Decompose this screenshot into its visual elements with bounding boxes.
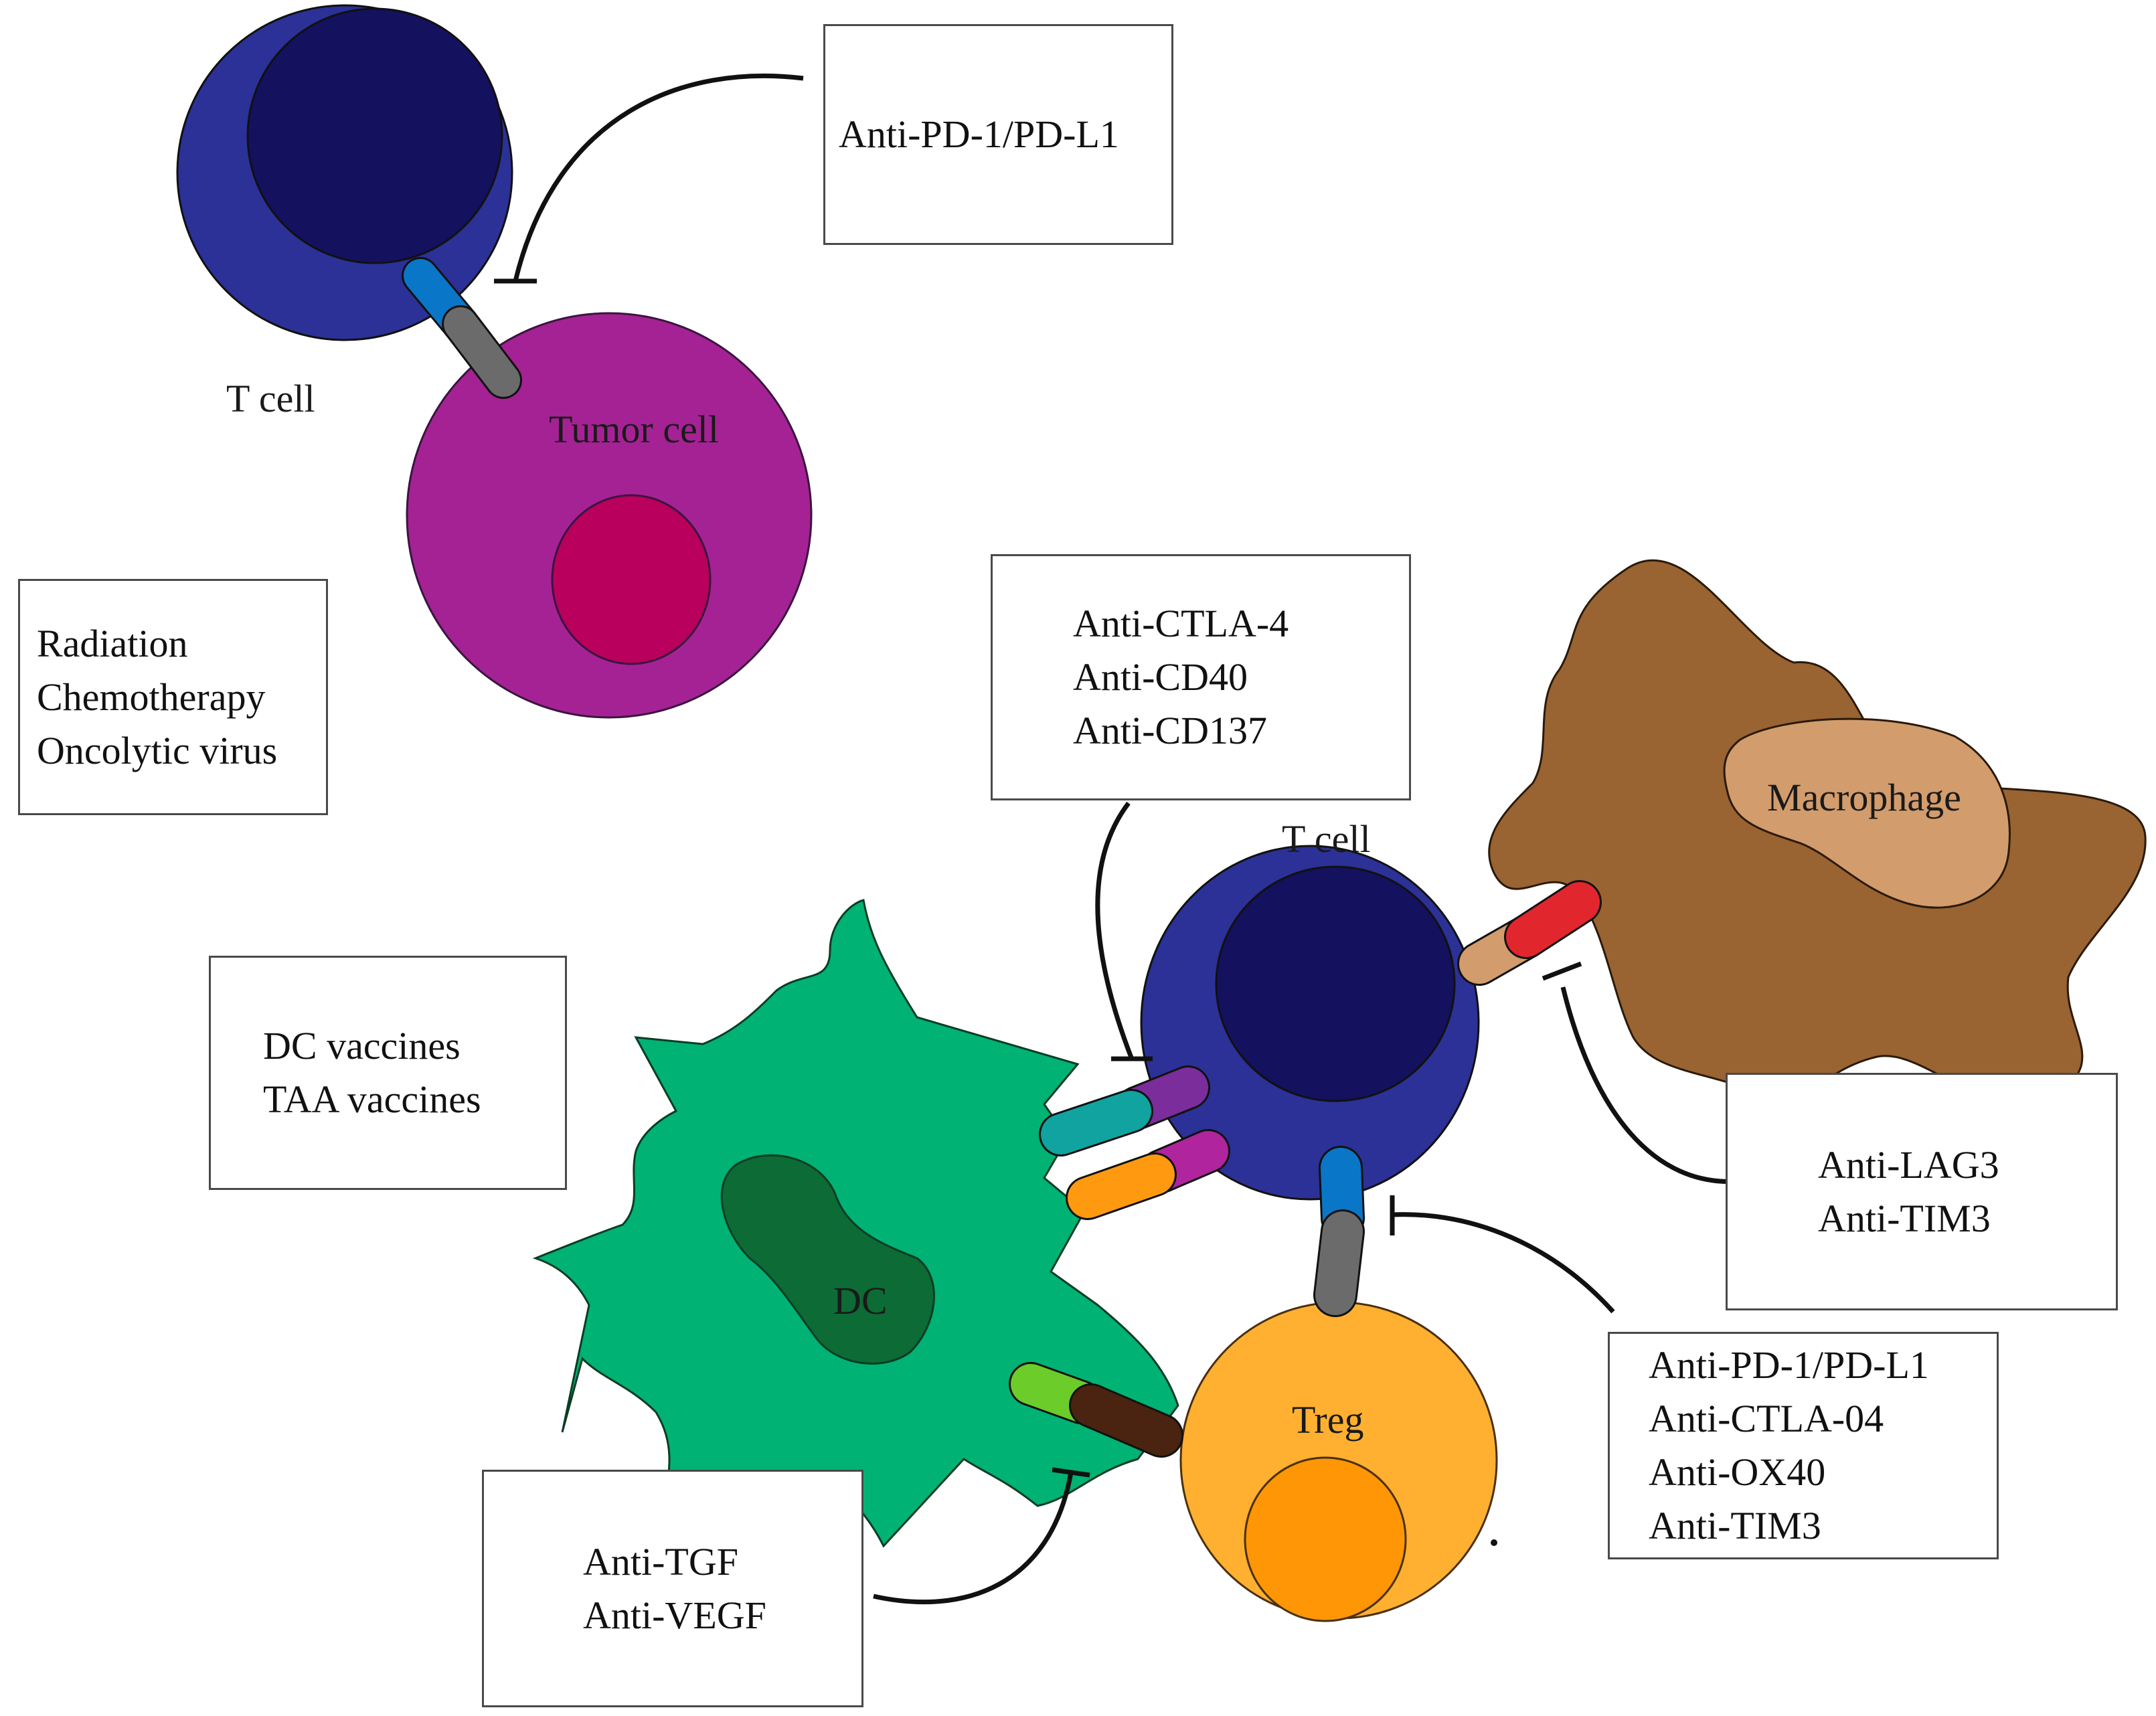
box-anti-pd1-top: Anti-PD-1/PD-L1 [823, 24, 1173, 245]
treg-nucleus [1244, 1456, 1407, 1622]
treg-cell [1179, 1301, 1498, 1622]
box-line: Anti-PD-1/PD-L1 [1649, 1343, 1929, 1387]
tumor-cell [406, 312, 813, 719]
box-line: Anti-LAG3 [1818, 1142, 1999, 1187]
box-line: TAA vaccines [263, 1078, 481, 1121]
box-line: Anti-TIM3 [1649, 1504, 1821, 1547]
box-line: Anti-OX40 [1649, 1450, 1826, 1494]
box-tgf: Anti-TGF Anti-VEGF [482, 1470, 863, 1707]
label-treg: Treg [1292, 1398, 1364, 1442]
box-ctla4: Anti-CTLA-4 Anti-CD40 Anti-CD137 [991, 554, 1411, 800]
inhibitor-arrow-lag3 [1542, 961, 1741, 1185]
t-cell-top [176, 4, 513, 341]
box-line: DC vaccines [263, 1024, 461, 1067]
box-line: Anti-CTLA-04 [1649, 1397, 1884, 1440]
t-cell-center-nucleus [1215, 865, 1456, 1102]
box-line: Anti-TGF [583, 1539, 738, 1583]
receptor-red [1504, 880, 1602, 959]
box-line: Chemotherapy [37, 675, 266, 719]
ligand-pdl1-top [442, 305, 522, 399]
inhibitor-arrow-tgf [873, 1467, 1090, 1605]
label-macrophage: Macrophage [1767, 776, 1961, 819]
dc-nucleus [720, 1154, 935, 1365]
label-t-cell-top: T cell [226, 377, 315, 420]
label-dc: DC [833, 1279, 888, 1322]
box-lag3: Anti-LAG3 Anti-TIM3 [1726, 1073, 2118, 1310]
stray-dot [1491, 1539, 1497, 1546]
box-line: Anti-PD-1/PD-L1 [839, 112, 1119, 156]
inhibitor-arrow-pd1-bottom [1390, 1195, 1615, 1314]
box-line: Anti-CD137 [1073, 709, 1267, 752]
macrophage [1488, 559, 2147, 1104]
box-line: Oncolytic virus [37, 728, 278, 772]
receptor-orange [1066, 1152, 1177, 1220]
box-radiation: Radiation Chemotherapy Oncolytic virus [18, 579, 328, 815]
t-cell-center [1140, 845, 1480, 1201]
box-line: Anti-CD40 [1073, 655, 1248, 699]
box-line: Anti-VEGF [583, 1593, 766, 1637]
receptor-teal [1039, 1089, 1153, 1156]
box-line: Radiation [37, 621, 188, 665]
dendritic-cell [532, 899, 1179, 1548]
receptor-brown [1069, 1383, 1183, 1458]
box-line: Anti-CTLA-4 [1073, 602, 1289, 645]
label-t-cell-center: T cell [1282, 817, 1371, 861]
tumor-cell-nucleus [551, 494, 712, 665]
label-tumor-cell: Tumor cell [549, 408, 720, 451]
box-line: Anti-TIM3 [1818, 1196, 1991, 1240]
inhibitor-arrow-ctla4 [1095, 801, 1153, 1061]
receptor-gray-center [1313, 1209, 1365, 1317]
t-cell-top-nucleus [246, 7, 503, 264]
box-vaccines: DC vaccines TAA vaccines [209, 956, 567, 1190]
macrophage-nucleus [1723, 717, 2011, 909]
box-pd1-bottom: Anti-PD-1/PD-L1 Anti-CTLA-04 Anti-OX40 A… [1608, 1332, 1999, 1559]
inhibitor-arrow-top [494, 73, 804, 284]
